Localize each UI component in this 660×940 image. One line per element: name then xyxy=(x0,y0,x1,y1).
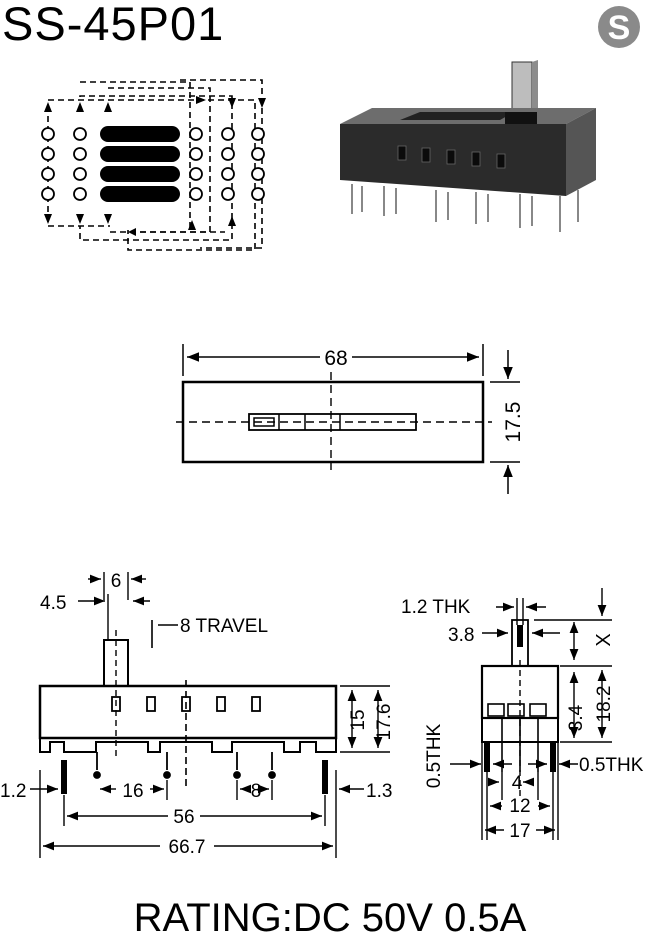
dim-pitch-large: 16 xyxy=(122,781,143,802)
dim-total-height: 17.6 xyxy=(374,704,395,741)
dim-pin-span: 56 xyxy=(173,807,194,828)
end-view: 1.2 THK 3.8 X xyxy=(401,588,644,842)
dim-x: X xyxy=(593,633,615,646)
side-view: 6 4.5 8 TRAVEL xyxy=(0,571,395,858)
dim-height: 17.5 xyxy=(502,402,525,443)
top-view: 68 17.5 xyxy=(176,344,525,494)
dim-end-height: 18.2 xyxy=(594,686,615,723)
dim-edge-right: 1.3 xyxy=(366,781,392,802)
dim-actuator-width: 6 xyxy=(111,571,122,592)
svg-text:S: S xyxy=(608,9,631,47)
dim-end-width: 17 xyxy=(509,821,530,842)
dim-body-length: 66.7 xyxy=(169,837,206,858)
dim-actuator-thk: 1.2 THK xyxy=(401,597,471,618)
travel-label: 8 TRAVEL xyxy=(180,616,268,637)
dim-end-pin-span: 12 xyxy=(509,796,530,817)
rating-label: RATING:DC 50V 0.5A xyxy=(133,896,527,940)
dim-end-pitch: 4 xyxy=(512,773,523,794)
product-render xyxy=(340,60,596,232)
dim-pin-thk-left: 0.5THK xyxy=(424,723,445,788)
dim-pin-length: 3.4 xyxy=(566,704,587,731)
dim-body-height: 15 xyxy=(348,709,369,730)
page-title: SS-45P01 xyxy=(2,0,225,50)
dim-edge-left: 1.2 xyxy=(0,781,26,802)
brand-logo-icon: S xyxy=(598,6,640,48)
dim-actuator-width-end: 3.8 xyxy=(448,625,474,646)
circuit-schematic xyxy=(41,79,266,251)
dim-pitch-small: 8 xyxy=(251,781,262,802)
dim-pin-thk-right: 0.5THK xyxy=(579,755,644,776)
dim-width: 68 xyxy=(324,347,347,370)
dim-actuator-offset: 4.5 xyxy=(40,593,66,614)
